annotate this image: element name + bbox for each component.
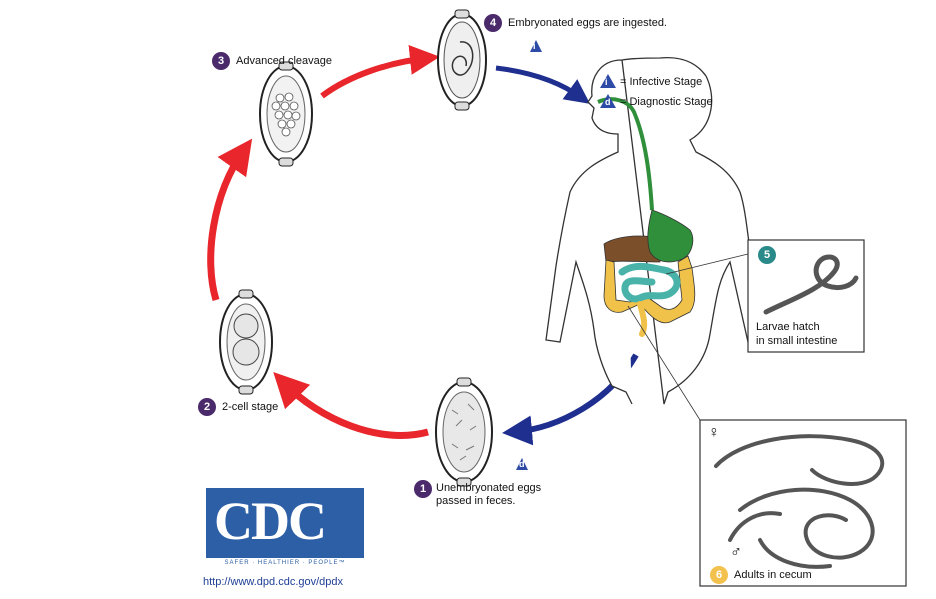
infective-stage-marker	[530, 40, 542, 52]
male-symbol: ♂	[730, 544, 742, 562]
egg-stage-4	[438, 10, 486, 110]
step-badge-5: 5	[758, 246, 776, 264]
step-label-4: Embryonated eggs are ingested.	[508, 17, 667, 30]
female-symbol: ♀	[708, 424, 720, 442]
step-label-5: Larvae hatch in small intestine	[756, 320, 837, 348]
legend-infective-label: = Infective Stage	[620, 76, 702, 89]
arrow-2-to-3	[211, 150, 244, 300]
step-label-3: Advanced cleavage	[236, 55, 332, 68]
step-badge-4: 4	[484, 14, 502, 32]
arrow-3-to-4	[322, 58, 428, 96]
step-label-1: Unembryonated eggs passed in feces.	[436, 482, 541, 508]
arrow-1-to-2	[283, 382, 428, 435]
egg-stage-2	[220, 290, 272, 394]
cdc-logo: CDC	[206, 488, 364, 558]
step-badge-6: 6	[710, 566, 728, 584]
source-url[interactable]: http://www.dpd.cdc.gov/dpdx	[203, 576, 343, 588]
cdc-logo-text: CDC	[214, 490, 325, 552]
step-badge-1: 1	[414, 480, 432, 498]
arrow-4-to-host	[496, 68, 582, 98]
egg-stage-1	[436, 378, 492, 486]
step-label-2: 2-cell stage	[222, 401, 278, 414]
legend-infective-symbol: i	[605, 76, 608, 89]
step-label-6: Adults in cecum	[734, 568, 812, 582]
cdc-tagline: SAFER · HEALTHIER · PEOPLE™	[206, 560, 364, 566]
step-badge-3: 3	[212, 52, 230, 70]
legend-diagnostic-symbol: d	[605, 96, 611, 109]
step-badge-2: 2	[198, 398, 216, 416]
infective-marker-symbol: i	[533, 40, 536, 53]
diagnostic-marker-symbol: d	[519, 458, 525, 471]
legend-diagnostic-label: = Diagnostic Stage	[620, 96, 713, 109]
egg-stage-3	[260, 62, 312, 166]
appendix	[640, 304, 644, 334]
